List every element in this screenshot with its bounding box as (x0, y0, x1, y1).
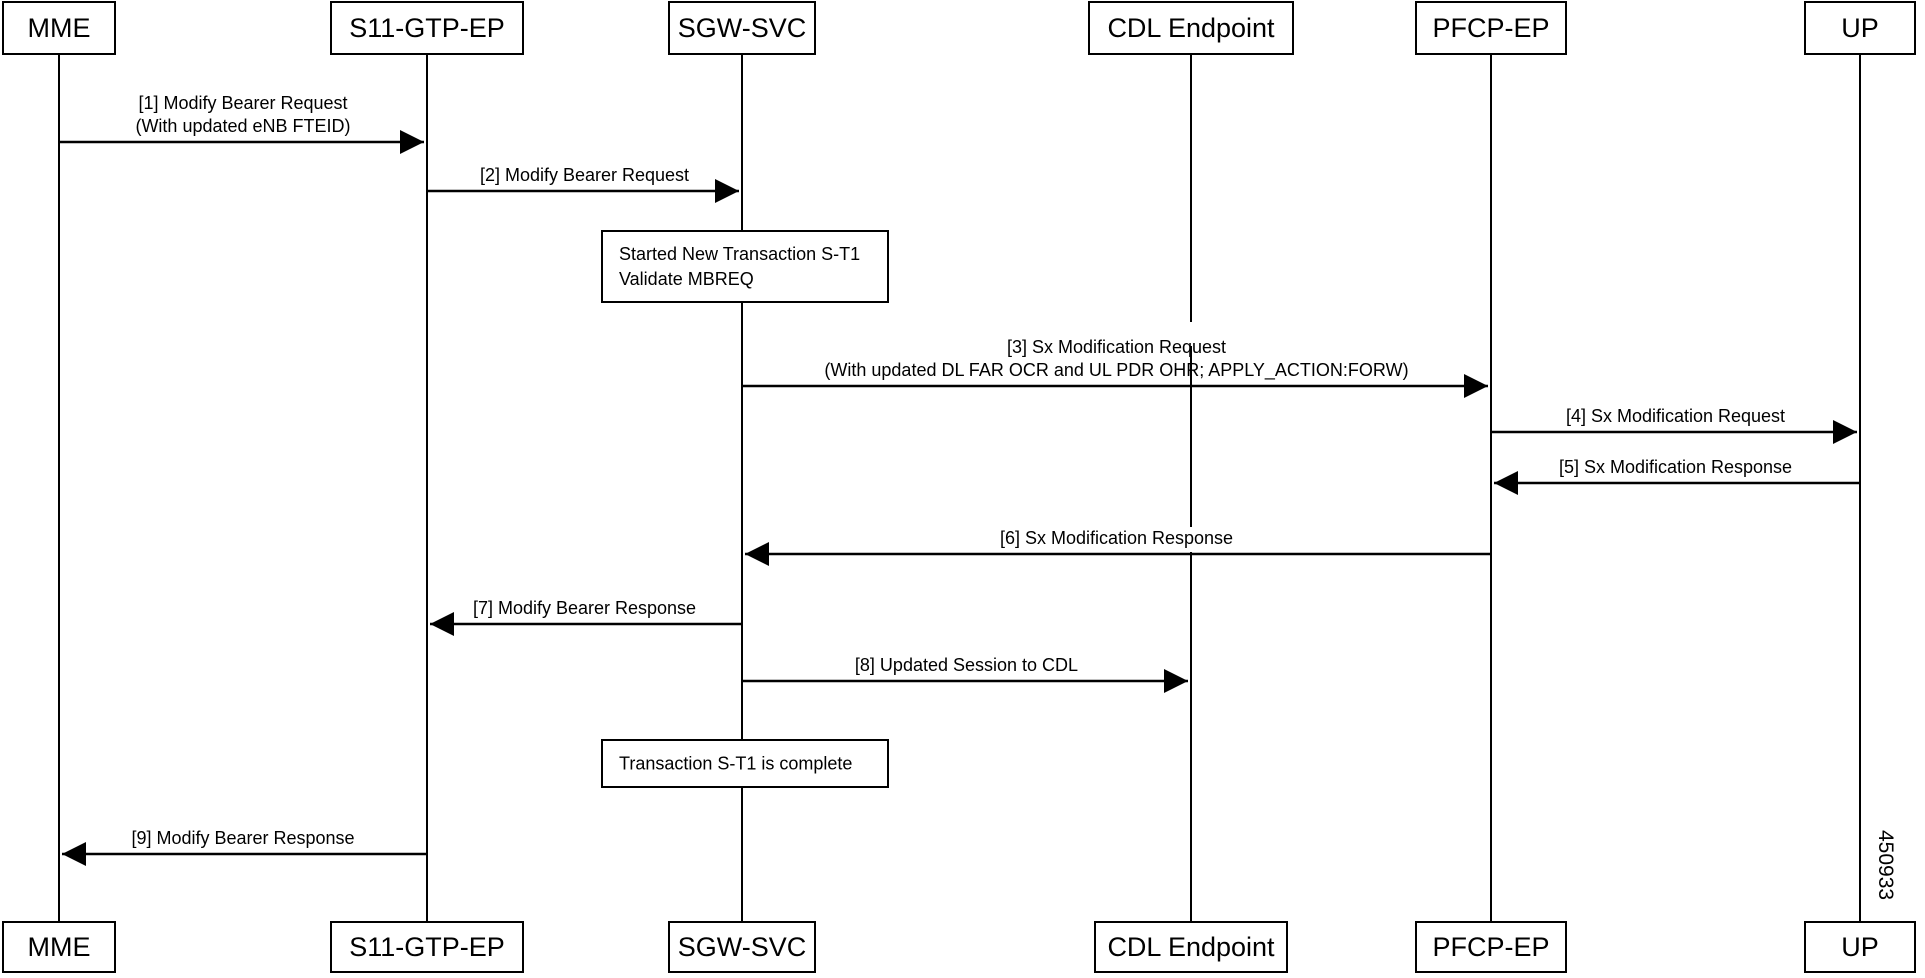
note-text-1-line-1: Started New Transaction S-T1 (619, 244, 860, 264)
participant-box-sgw-top (668, 1, 816, 55)
message-label-1-line-2: (With updated eNB FTEID) (135, 116, 350, 136)
participant-box-pfcp-top (1415, 1, 1567, 55)
participant-box-up-top (1804, 1, 1916, 55)
participant-box-mme-bottom (2, 921, 116, 973)
participant-box-cdl-top (1088, 1, 1294, 55)
participant-label-s11-top: S11-GTP-EP (349, 13, 505, 43)
participant-label-cdl-top: CDL Endpoint (1107, 13, 1275, 43)
participant-label-s11-bottom: S11-GTP-EP (349, 932, 505, 962)
participant-label-up-bottom: UP (1841, 932, 1879, 962)
message-label-9-line-1: [9] Modify Bearer Response (131, 828, 354, 848)
message-label-5-line-1: [5] Sx Modification Response (1559, 457, 1792, 477)
participant-box-sgw-bottom (668, 921, 816, 973)
participant-label-mme-bottom: MME (28, 932, 91, 962)
participant-box-cdl-bottom (1094, 921, 1288, 973)
message-label-7-line-1: [7] Modify Bearer Response (473, 598, 696, 618)
participant-label-pfcp-bottom: PFCP-EP (1432, 932, 1549, 962)
message-label-1-line-1: [1] Modify Bearer Request (138, 93, 347, 113)
participant-box-mme-top (2, 1, 116, 55)
participant-label-sgw-bottom: SGW-SVC (678, 932, 807, 962)
message-label-6-line-1: [6] Sx Modification Response (1000, 528, 1233, 548)
figure-id: 450933 (1874, 830, 1897, 900)
participant-label-up-top: UP (1841, 13, 1879, 43)
message-label-3-line-1: [3] Sx Modification Request (1007, 337, 1226, 357)
note-box-2 (601, 739, 889, 788)
participant-box-up-bottom (1804, 921, 1916, 973)
participant-box-s11-top (330, 1, 524, 55)
participant-label-sgw-top: SGW-SVC (678, 13, 807, 43)
participant-label-mme-top: MME (28, 13, 91, 43)
note-box-1 (601, 230, 889, 303)
message-label-3-line-2: (With updated DL FAR OCR and UL PDR OHR;… (824, 360, 1408, 381)
note-text-2-line-1: Transaction S-T1 is complete (619, 754, 852, 774)
participant-box-pfcp-bottom (1415, 921, 1567, 973)
note-text-1-line-2: Validate MBREQ (619, 269, 754, 289)
message-label-2-line-1: [2] Modify Bearer Request (480, 165, 689, 185)
participant-label-pfcp-top: PFCP-EP (1432, 13, 1549, 43)
message-label-8-line-1: [8] Updated Session to CDL (855, 655, 1078, 675)
participant-label-cdl-bottom: CDL Endpoint (1107, 932, 1275, 962)
participant-box-s11-bottom (330, 921, 524, 973)
message-label-4-line-1: [4] Sx Modification Request (1566, 406, 1785, 426)
